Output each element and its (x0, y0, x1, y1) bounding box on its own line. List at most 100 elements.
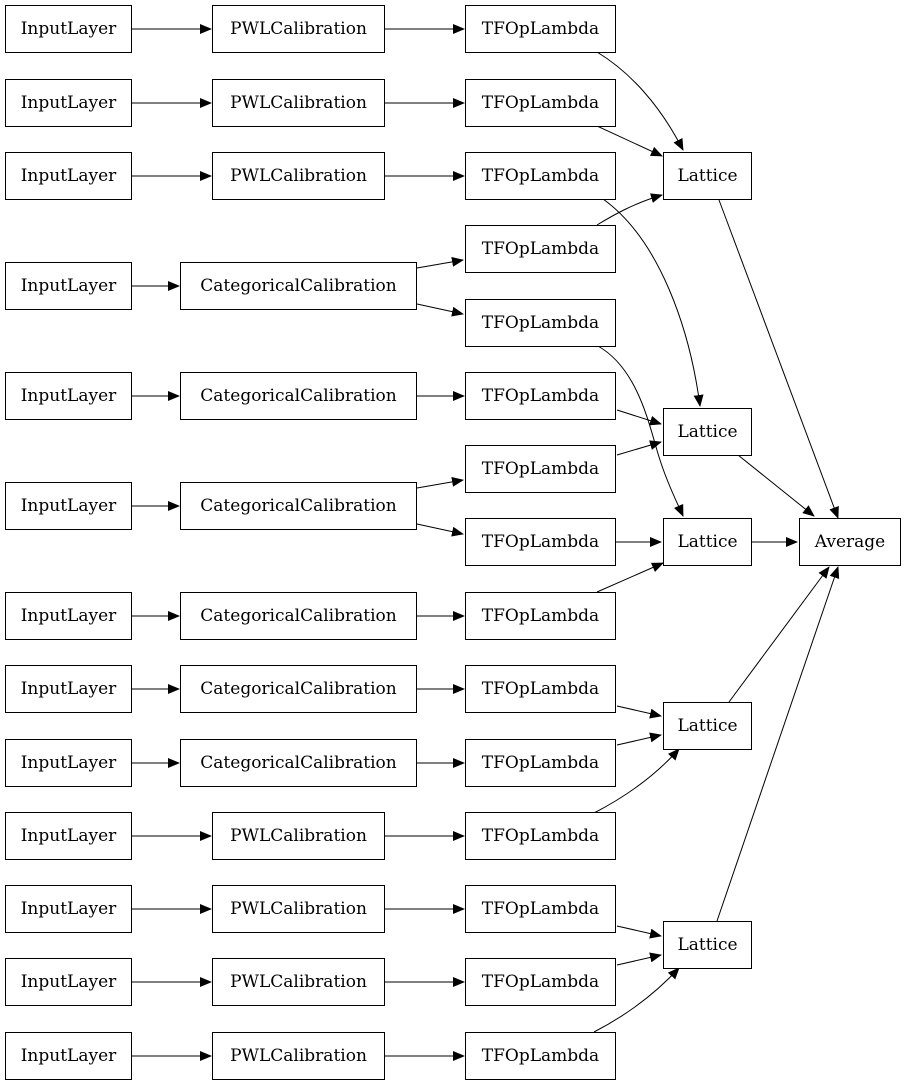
node-label: TFOpLambda (482, 826, 599, 846)
node-box (5, 885, 132, 933)
node-box (180, 372, 417, 420)
node-box (465, 152, 616, 200)
node-box (212, 5, 385, 53)
node-box (212, 885, 385, 933)
node-label: PWLCalibration (230, 1046, 367, 1066)
node-label: TFOpLambda (482, 679, 599, 699)
node-label: CategoricalCalibration (200, 753, 396, 773)
node-label: Average (814, 532, 885, 552)
node-box (465, 592, 616, 640)
edge-arrow (616, 732, 662, 746)
node-label: CategoricalCalibration (200, 276, 396, 296)
node-box (465, 665, 616, 713)
node-label: CategoricalCalibration (200, 606, 396, 626)
node-label: InputLayer (21, 1046, 117, 1066)
node-inputlayer: InputLayer (5, 739, 132, 787)
node-label: InputLayer (21, 679, 117, 699)
node-label: Lattice (677, 532, 737, 552)
edge-arrow (596, 51, 684, 151)
edge-arrow (596, 125, 663, 157)
node-label: TFOpLambda (482, 459, 599, 479)
node-box (465, 885, 616, 933)
node-inputlayer: InputLayer (5, 958, 132, 1006)
node-label: CategoricalCalibration (200, 679, 396, 699)
edge-arrow (616, 705, 662, 719)
edge-arrow (616, 440, 662, 456)
node-tfoplambda: TFOpLambda (465, 79, 616, 127)
node-label: Lattice (677, 166, 737, 186)
node-tfoplambda: TFOpLambda (465, 812, 616, 860)
node-label: InputLayer (21, 899, 117, 919)
node-label: InputLayer (21, 93, 117, 113)
node-tfoplambda: TFOpLambda (465, 958, 616, 1006)
node-label: InputLayer (21, 166, 117, 186)
node-box (212, 79, 385, 127)
node-lattice: Lattice (663, 702, 752, 750)
node-tfoplambda: TFOpLambda (465, 225, 616, 273)
edge-arrow (596, 562, 664, 593)
node-label: TFOpLambda (482, 972, 599, 992)
node-label: Lattice (677, 716, 737, 736)
node-label: InputLayer (21, 972, 117, 992)
node-box (465, 518, 616, 566)
node-categoricalcalibration: CategoricalCalibration (180, 665, 417, 713)
node-box (5, 958, 132, 1006)
node-box (180, 739, 417, 787)
edge-arrow (416, 523, 464, 537)
node-inputlayer: InputLayer (5, 262, 132, 310)
node-box (5, 152, 132, 200)
edge-arrow (416, 303, 464, 317)
node-box (212, 958, 385, 1006)
node-label: Lattice (677, 935, 737, 955)
edges-layer (132, 24, 840, 1061)
node-box (799, 518, 901, 566)
node-label: InputLayer (21, 276, 117, 296)
node-box (5, 482, 132, 530)
node-label: TFOpLambda (482, 313, 599, 333)
node-label: CategoricalCalibration (200, 496, 396, 516)
node-label: TFOpLambda (482, 166, 599, 186)
node-lattice: Lattice (663, 518, 752, 566)
node-box (465, 372, 616, 420)
node-box (465, 5, 616, 53)
node-pwlcalibration: PWLCalibration (212, 1032, 385, 1080)
node-inputlayer: InputLayer (5, 372, 132, 420)
node-pwlcalibration: PWLCalibration (212, 958, 385, 1006)
node-tfoplambda: TFOpLambda (465, 665, 616, 713)
node-tfoplambda: TFOpLambda (465, 5, 616, 53)
edge-arrow (593, 748, 680, 814)
node-label: InputLayer (21, 496, 117, 516)
node-lattice: Lattice (663, 408, 752, 456)
node-pwlcalibration: PWLCalibration (212, 5, 385, 53)
edge-arrow (718, 199, 839, 519)
node-label: TFOpLambda (482, 606, 599, 626)
node-box (180, 592, 417, 640)
node-tfoplambda: TFOpLambda (465, 152, 616, 200)
node-label: TFOpLambda (482, 532, 599, 552)
node-box (465, 1032, 616, 1080)
edge-arrow (596, 193, 663, 226)
node-box (465, 445, 616, 493)
node-box (5, 812, 132, 860)
node-label: InputLayer (21, 753, 117, 773)
node-categoricalcalibration: CategoricalCalibration (180, 592, 417, 640)
node-tfoplambda: TFOpLambda (465, 445, 616, 493)
node-inputlayer: InputLayer (5, 592, 132, 640)
edge-arrow (616, 952, 662, 966)
node-tfoplambda: TFOpLambda (465, 299, 616, 347)
node-label: TFOpLambda (482, 753, 599, 773)
node-lattice: Lattice (663, 921, 752, 969)
node-pwlcalibration: PWLCalibration (212, 812, 385, 860)
node-box (5, 592, 132, 640)
node-box (663, 518, 752, 566)
edge-arrow (416, 256, 464, 269)
edge-arrow (616, 409, 662, 426)
node-inputlayer: InputLayer (5, 885, 132, 933)
node-label: PWLCalibration (230, 19, 367, 39)
node-box (465, 812, 616, 860)
node-categoricalcalibration: CategoricalCalibration (180, 262, 417, 310)
node-inputlayer: InputLayer (5, 1032, 132, 1080)
